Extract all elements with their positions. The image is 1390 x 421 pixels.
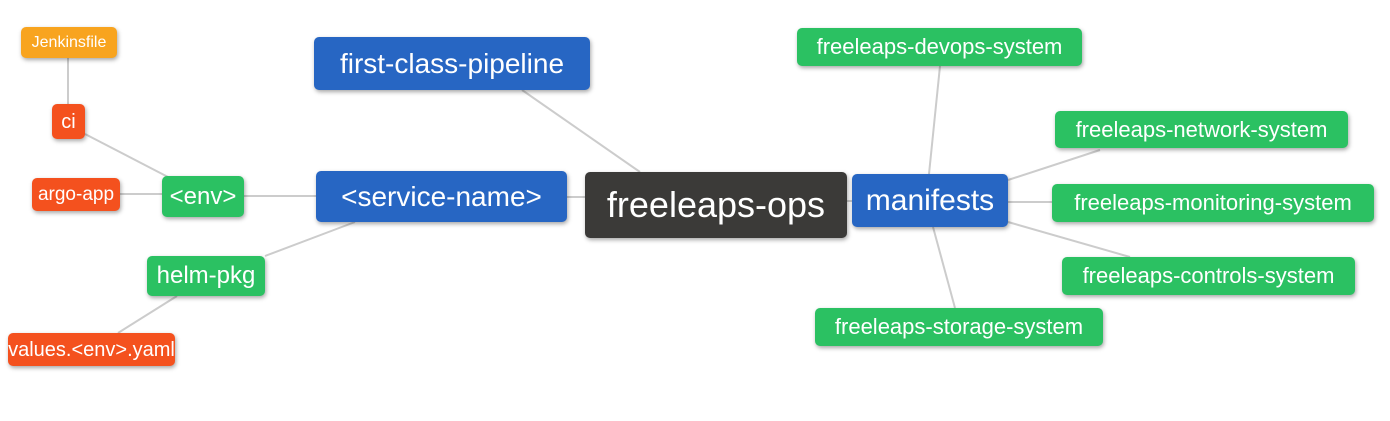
node-service-name[interactable]: <service-name> xyxy=(316,171,567,222)
node-argo-app[interactable]: argo-app xyxy=(32,178,120,211)
node-jenkinsfile[interactable]: Jenkinsfile xyxy=(21,27,117,58)
edge-first-class-pipeline-to-freeleaps-ops xyxy=(521,89,641,173)
edge-manifests-to-freeleaps-devops-system xyxy=(928,65,941,175)
node-env[interactable]: <env> xyxy=(162,176,244,217)
edge-manifests-to-freeleaps-controls-system xyxy=(1007,221,1131,258)
edge-ci-to-env xyxy=(84,133,169,178)
node-freeleaps-monitoring-system[interactable]: freeleaps-monitoring-system xyxy=(1052,184,1374,222)
edge-manifests-to-freeleaps-network-system xyxy=(1007,149,1101,181)
node-manifests[interactable]: manifests xyxy=(852,174,1008,227)
node-first-class-pipeline[interactable]: first-class-pipeline xyxy=(314,37,590,90)
edge-manifests-to-freeleaps-storage-system xyxy=(932,226,956,309)
edge-values-env-yaml-to-helm-pkg xyxy=(117,295,178,334)
node-helm-pkg[interactable]: helm-pkg xyxy=(147,256,265,296)
node-freeleaps-devops-system[interactable]: freeleaps-devops-system xyxy=(797,28,1082,66)
node-ci[interactable]: ci xyxy=(52,104,85,139)
node-freeleaps-network-system[interactable]: freeleaps-network-system xyxy=(1055,111,1348,148)
node-freeleaps-controls-system[interactable]: freeleaps-controls-system xyxy=(1062,257,1355,295)
node-values-env-yaml[interactable]: values.<env>.yaml xyxy=(8,333,175,366)
node-freeleaps-storage-system[interactable]: freeleaps-storage-system xyxy=(815,308,1103,346)
node-freeleaps-ops[interactable]: freeleaps-ops xyxy=(585,172,847,238)
edge-helm-pkg-to-service-name xyxy=(264,221,356,257)
